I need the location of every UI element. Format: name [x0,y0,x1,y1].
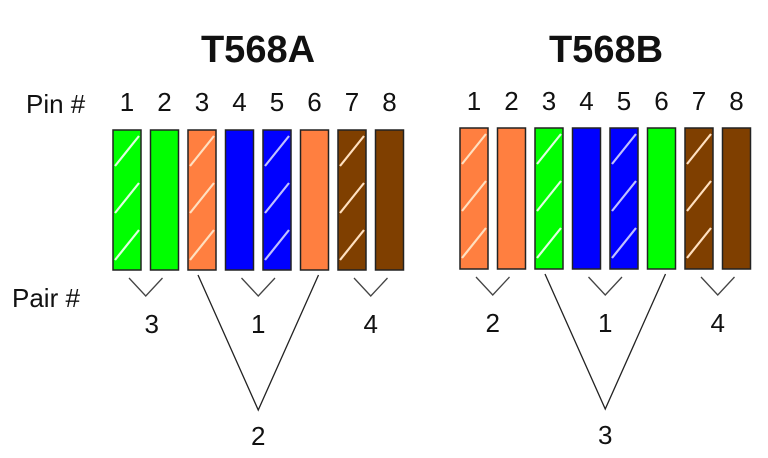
t568a-wire-3-orange-white-stripe [187,129,217,271]
stripe [264,229,290,261]
stripe [114,135,140,167]
t568a-pin-8-number: 8 [382,87,396,117]
t568a-pair-2-bracket: 2 [197,274,320,451]
t568a-title: T568A [201,29,315,71]
t568a-pin-5-number: 5 [270,87,284,117]
stripe [339,182,365,214]
t568b-pin-4-number: 4 [579,86,593,116]
t568a-wire-6-orange [299,129,330,271]
stripe [686,227,712,259]
stripe [461,180,487,212]
t568b-pair-3-label: 3 [598,420,612,450]
t568a-wire-8-brown [374,129,405,271]
t568a-pin-2-number: 2 [157,87,171,117]
t568b-pair-4-label: 4 [711,308,725,338]
stripe [461,227,487,259]
t568b-pin-1-number: 1 [467,86,481,116]
stripe [686,133,712,165]
t568a-pin-1-number: 1 [120,87,134,117]
stripe [611,227,637,259]
t568b-pin-5-number: 5 [617,86,631,116]
t568a-wire-5-blue-white-stripe [262,129,292,271]
t568a-pin-4-number: 4 [232,87,246,117]
t568b-pin-6-number: 6 [654,86,668,116]
t568b-title: T568B [549,29,663,71]
t568a-pair-1-label: 1 [251,309,265,339]
t568a-wire-7-brown-white-stripe [337,129,367,271]
t568a-pin-7-number: 7 [345,87,359,117]
t568a-pair-4-bracket: 4 [353,277,388,339]
t568b-wire-3-green-white-stripe [534,127,564,270]
stripe [114,229,140,261]
t568b-pair-2-bracket: 2 [475,276,510,338]
stripe [611,133,637,165]
t568b-wire-8-brown [721,127,752,270]
t568a-pin-3-number: 3 [195,87,209,117]
t568b-wire-7-brown-white-stripe [684,127,714,270]
stripe [611,180,637,212]
stripe [686,180,712,212]
t568b-pin-8-number: 8 [729,86,743,116]
t568a-pair-2-label: 2 [251,421,265,451]
t568b-wire-2-orange [496,127,527,270]
stripe [189,229,215,261]
t568a-pair-1-bracket: 1 [241,277,276,339]
stripe [536,133,562,165]
stripe [461,133,487,165]
stripe [264,182,290,214]
t568b-pair-2-label: 2 [486,308,500,338]
t568b-wire-4-blue [571,127,602,270]
stripe [536,227,562,259]
t568a-pin-6-number: 6 [307,87,321,117]
pair-number-label: Pair # [12,283,80,313]
pin-number-label: Pin # [26,89,86,119]
stripe [189,135,215,167]
t568b-pair-4-bracket: 4 [700,276,735,338]
t568b-pair-1-label: 1 [598,308,612,338]
t568b-pin-3-number: 3 [542,86,556,116]
t568b-pair-3-bracket: 3 [544,273,667,450]
t568b-wire-5-blue-white-stripe [609,127,639,270]
stripe [339,135,365,167]
t568b-wire-6-green [646,127,677,270]
t568b-pin-2-number: 2 [504,86,518,116]
t568a-wire-1-green-white-stripe [112,129,142,271]
t568a-pair-4-label: 4 [364,309,378,339]
t568b-pair-1-bracket: 1 [588,276,623,338]
t568b-pin-7-number: 7 [692,86,706,116]
t568a-pair-3-bracket: 3 [128,277,163,339]
stripe [189,182,215,214]
stripe [114,182,140,214]
t568b-wire-1-orange-white-stripe [459,127,489,270]
stripe [536,180,562,212]
t568a-wire-2-green [149,129,180,271]
t568a-pair-3-label: 3 [145,309,159,339]
stripe [264,135,290,167]
t568a-wire-4-blue [224,129,255,271]
stripe [339,229,365,261]
